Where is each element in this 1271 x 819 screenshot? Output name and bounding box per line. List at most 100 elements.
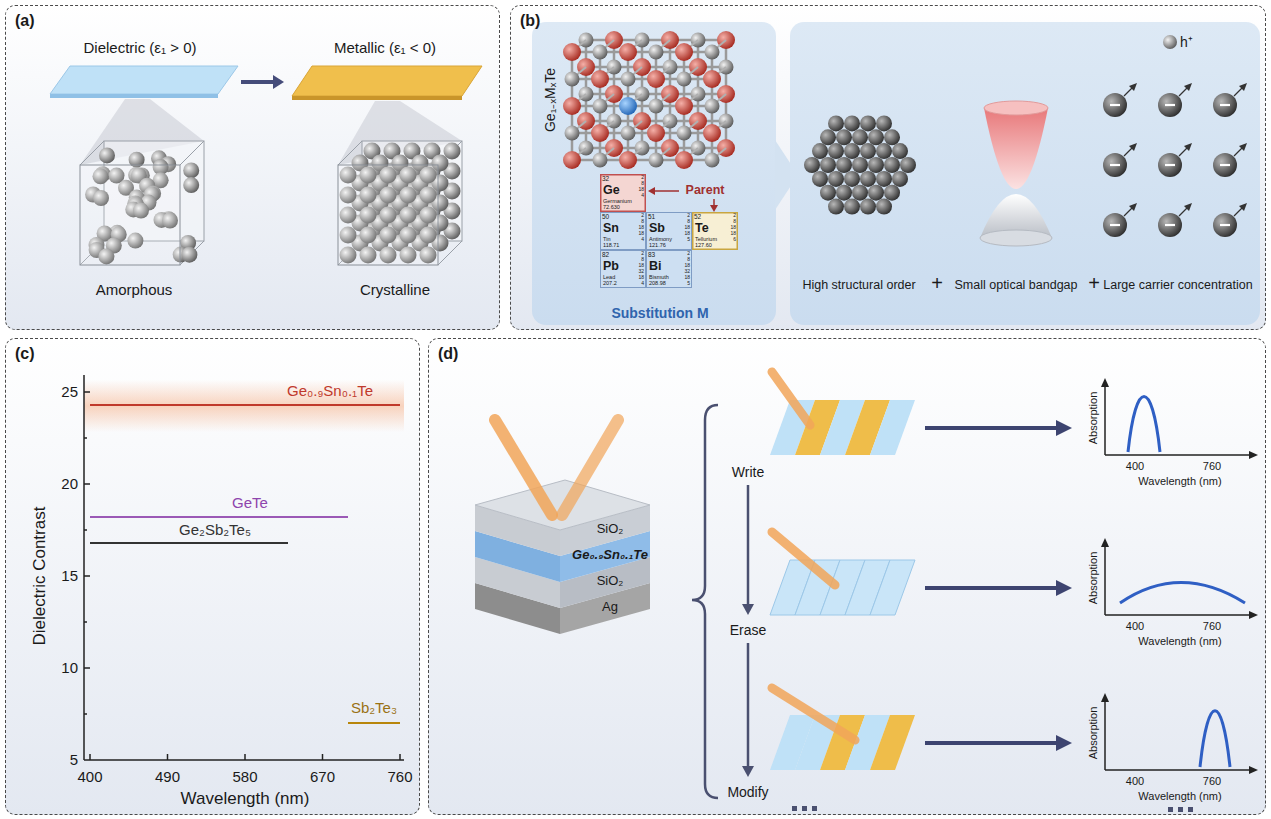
- light-beam: [495, 420, 552, 515]
- element-cell: 32GeGermanium72.6302 8 18 4: [600, 174, 646, 212]
- carrier-arrowhead: [1184, 83, 1192, 91]
- atom: [852, 157, 868, 173]
- atom: [884, 129, 900, 145]
- arrow-shaft: [241, 80, 273, 84]
- node-text: 2 8 18 18 6: [728, 213, 736, 243]
- atom: [884, 185, 900, 201]
- atom: [868, 129, 884, 145]
- node-text: 127.60: [695, 242, 712, 248]
- electron: [1158, 93, 1182, 117]
- axis-title: Absorption: [1087, 552, 1100, 605]
- atom: [828, 171, 844, 187]
- layer-label: SiO₂: [597, 574, 624, 589]
- element-cell: 83BiBismuth208.982 8 18 32 18 5: [646, 250, 692, 288]
- node-text: Sn: [603, 221, 619, 235]
- node-text: 72.630: [603, 204, 620, 210]
- laser-beam: [772, 688, 855, 740]
- atom: [860, 143, 876, 159]
- cube-front: [80, 165, 180, 265]
- absorption-curve: [1200, 711, 1230, 767]
- tick-label: 760: [1203, 620, 1221, 633]
- node-text: 82: [602, 251, 609, 258]
- atom: [444, 143, 461, 160]
- carrier-arrowhead: [1129, 203, 1137, 211]
- layer-label: Ge₀.₉Sn₀.₁Te: [572, 548, 648, 563]
- series-line: [348, 722, 400, 724]
- atom: [181, 247, 197, 263]
- amorphous-structure: Amorphous: [62, 135, 212, 305]
- series-line: [90, 542, 288, 544]
- node-text: +: [931, 272, 943, 295]
- layer-label: Ag: [602, 600, 618, 615]
- series-label: Sb₂Te₃: [351, 699, 397, 716]
- minus-sign: [1165, 104, 1175, 106]
- electron: [1103, 93, 1127, 117]
- node-text: Amorphous: [96, 281, 173, 298]
- series-line: [90, 516, 348, 518]
- atom: [99, 147, 115, 163]
- carrier-arrowhead: [1129, 83, 1137, 91]
- atom: [820, 129, 836, 145]
- series-label: Ge₂Sb₂Te₅: [179, 521, 251, 538]
- axis-title: Dielectric Contrast: [30, 507, 50, 646]
- tick-label: 400: [1126, 460, 1144, 473]
- atom: [836, 129, 852, 145]
- node-text: Dielectric (ε₁ > 0): [83, 39, 196, 56]
- erase-strip: [770, 560, 915, 615]
- node-text: 118.71: [603, 242, 619, 248]
- step-label: Erase: [730, 622, 767, 638]
- atom: [876, 143, 892, 159]
- atom: [593, 153, 608, 168]
- carrier-arrowhead: [1239, 143, 1247, 151]
- atom: [705, 99, 720, 114]
- atom: [649, 99, 664, 114]
- electron: [1213, 93, 1237, 117]
- atom: [876, 199, 892, 215]
- atom: [836, 185, 852, 201]
- atom: [820, 157, 836, 173]
- atom: [677, 72, 692, 87]
- atom: [892, 171, 908, 187]
- node-text: Metallic (ε₁ < 0): [334, 39, 436, 56]
- node-text: Pb: [603, 259, 619, 273]
- atom: [591, 70, 609, 88]
- node-text: 51: [648, 213, 655, 220]
- atom: [183, 162, 199, 178]
- electron: [1158, 153, 1182, 177]
- element-cell: 82PbLead207.22 8 18 32 18 4: [600, 250, 646, 288]
- tick-label: 15: [61, 567, 78, 584]
- node-text: Parent: [686, 183, 725, 197]
- atom: [619, 43, 637, 61]
- atom: [812, 143, 828, 159]
- node-text: Lead: [603, 274, 615, 280]
- atom: [844, 171, 860, 187]
- atom: [852, 129, 868, 145]
- node-text: 2 8 18 4: [636, 175, 644, 199]
- node-text: Tellurium: [695, 236, 717, 242]
- node-text: h⁺: [1180, 34, 1193, 50]
- crystalline-structure: Crystalline: [318, 135, 468, 305]
- properties-box: High structural order+Small optical band…: [790, 22, 1260, 325]
- tick-label: 400: [1126, 775, 1144, 788]
- electron: [1103, 153, 1127, 177]
- series-line: [90, 404, 400, 406]
- axis-title: Wavelength (nm): [181, 789, 310, 809]
- tick-label: 670: [310, 768, 335, 785]
- atom: [705, 153, 720, 168]
- glow-band: [84, 380, 404, 432]
- atom: [868, 185, 884, 201]
- laser-beam: [772, 532, 835, 585]
- panel: (d): [428, 338, 1266, 815]
- crystalline-cube: [338, 141, 462, 265]
- atom: [804, 157, 820, 173]
- tick-label: 580: [232, 768, 257, 785]
- minus-sign: [1220, 224, 1230, 226]
- tick-label: 760: [1203, 775, 1221, 788]
- atom: [563, 151, 581, 169]
- band-diagram: [980, 101, 1052, 246]
- atom: [565, 72, 580, 87]
- tick-label: 760: [387, 768, 412, 785]
- atom: [675, 43, 693, 61]
- panel-ground: [428, 338, 1266, 815]
- node-text: 2 8 18 32 18 5: [682, 251, 690, 286]
